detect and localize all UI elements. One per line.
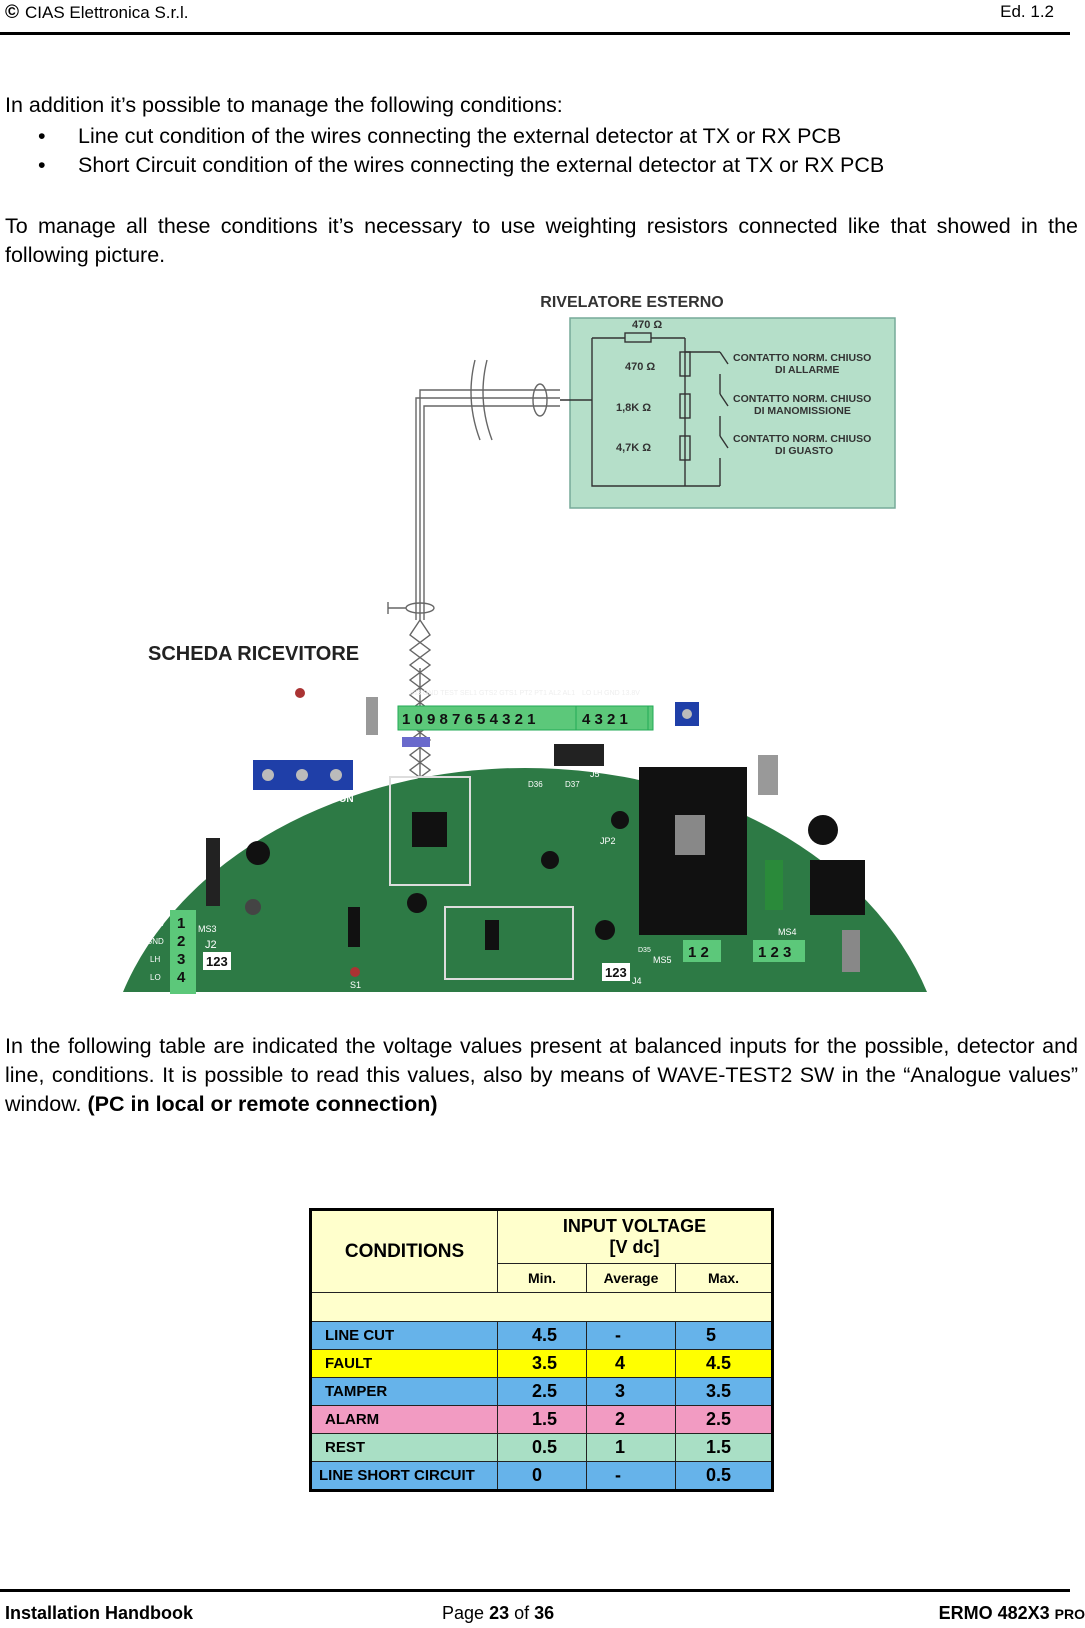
company-name: CIAS Elettronica S.r.l.	[25, 3, 189, 22]
label-jp1: JP1	[382, 748, 398, 758]
terminal-ms5	[683, 940, 721, 962]
svg-text:LO: LO	[150, 973, 161, 982]
weighting-paragraph: To manage all these conditions it’s nece…	[5, 214, 1078, 267]
svg-text:4: 4	[177, 969, 186, 986]
bullet-icon: •	[38, 124, 46, 148]
label-j6: J6	[237, 808, 247, 818]
terminal-ms3	[170, 910, 196, 994]
label-s1: S1	[350, 980, 361, 990]
page-header: © CIAS Elettronica S.r.l. Ed. 1.2	[0, 0, 1070, 35]
svg-text:13,8V: 13,8V	[144, 919, 166, 928]
header-divider	[0, 32, 1070, 35]
col-conditions: CONDITIONS	[310, 1209, 498, 1293]
conditions-list: •Line cut condition of the wires connect…	[5, 122, 884, 180]
label-j5: J5	[590, 769, 600, 779]
detector-circuit	[560, 332, 729, 487]
label-ms4: MS4	[778, 927, 797, 937]
label-sw1: SW1	[330, 748, 352, 759]
terminal-block-ms2	[575, 705, 649, 731]
label-amp1: AMP1	[353, 740, 378, 750]
detector-box	[569, 317, 896, 509]
svg-text:3: 3	[177, 951, 185, 968]
label-ms5: MS5	[653, 955, 672, 965]
label-d36: D36	[528, 780, 543, 789]
receiver-board	[123, 767, 927, 992]
resistor-label: 470 Ω	[625, 361, 655, 373]
svg-text:2: 2	[177, 933, 185, 950]
pin-names: IN3 GND TEST SEL1 GTS2 GTS1 PT2 PT1 AL2 …	[410, 690, 575, 697]
list-item: •Short Circuit condition of the wires co…	[5, 151, 884, 180]
bullet-icon: •	[38, 153, 46, 177]
resistor-label: 1,8K Ω	[616, 402, 651, 414]
table-intro-paragraph: In the following table are indicated the…	[5, 1034, 1078, 1116]
board-components	[206, 697, 865, 980]
contact-label: CONTATTO NORM. CHIUSO	[733, 393, 871, 405]
contact-label: DI MANOMISSIONE	[754, 405, 851, 417]
col-average: Average	[586, 1263, 676, 1293]
contact-label: CONTATTO NORM. CHIUSO	[733, 433, 871, 445]
j2-number: 123	[206, 954, 228, 969]
terminal-numbers: 1 0 9 8 7 6 5 4 3 2 1	[402, 711, 535, 728]
table-row: REST 0.5 1 1.5	[310, 1433, 773, 1462]
label-j3: J3	[175, 861, 187, 873]
svg-text:1: 1	[177, 915, 185, 932]
col-max: Max.	[675, 1263, 773, 1293]
board-title: SCHEDA RICEVITORE	[148, 643, 359, 665]
label-tratta: TRATTA	[256, 794, 295, 805]
svg-text:1 2: 1 2	[688, 944, 709, 961]
label-s2: S2	[288, 727, 299, 737]
svg-text:LH: LH	[150, 955, 160, 964]
table-row: ALARM 1.5 2 2.5	[310, 1405, 773, 1434]
svg-text:1 2 3: 1 2 3	[758, 944, 791, 961]
terminal-numbers: 4 3 2 1	[582, 711, 628, 728]
label-jp2: JP2	[600, 836, 616, 846]
pin-names: LO LH GND 13.8V	[582, 690, 640, 697]
svg-text:GND: GND	[146, 937, 164, 946]
label-d35: D35	[638, 947, 651, 954]
voltage-table: CONDITIONS INPUT VOLTAGE[V dc] Min. Aver…	[309, 1208, 774, 1492]
col-input-voltage: INPUT VOLTAGE[V dc]	[497, 1209, 773, 1264]
intro-text: In addition it’s possible to manage the …	[5, 93, 563, 117]
table-row: LINE SHORT CIRCUIT 0 - 0.5	[310, 1461, 773, 1491]
label-sw2: SW2	[305, 795, 323, 804]
edition-label: Ed. 1.2	[1000, 2, 1054, 21]
contact-label: CONTATTO NORM. CHIUSO	[733, 352, 871, 364]
label-ms2: MS2	[605, 729, 624, 739]
header-company: © CIAS Elettronica S.r.l.	[5, 2, 188, 24]
table-row: LINE CUT 4.5 - 5	[310, 1321, 773, 1350]
label-sw3: SW3	[257, 748, 279, 759]
j4-number: 123	[605, 965, 627, 980]
label-j2: J2	[205, 939, 217, 951]
footer-divider	[0, 1589, 1070, 1592]
table-row: TAMPER 2.5 3 3.5	[310, 1377, 773, 1406]
terminal-ms4	[753, 940, 805, 962]
resistor-label: 4,7K Ω	[616, 442, 651, 454]
detector-title: RIVELATORE ESTERNO	[540, 294, 723, 311]
label-d37: D37	[565, 780, 580, 789]
label-j4: J4	[632, 976, 642, 986]
copyright-icon: ©	[5, 2, 19, 23]
resistor-label: 470 Ω	[632, 319, 662, 331]
table-row: FAULT 3.5 4 4.5	[310, 1349, 773, 1378]
wiring-figure: RIVELATORE ESTERNO 470 Ω 470 Ω 1,8K Ω 4,…	[120, 290, 965, 1018]
contact-label: DI ALLARME	[775, 364, 839, 376]
page-number: Page 23 of 36	[442, 1603, 555, 1623]
label-fun: FUN	[333, 794, 354, 805]
label-ms3: MS3	[198, 924, 217, 934]
footer-product: ERMO 482X3 PRO	[938, 1603, 1085, 1623]
list-item: •Line cut condition of the wires connect…	[5, 122, 884, 151]
page-footer: Installation Handbook Page 23 of 36 ERMO…	[0, 1589, 1085, 1628]
connection-note: (PC in local or remote connection)	[87, 1092, 438, 1116]
contact-label: DI GUASTO	[775, 445, 833, 457]
col-min: Min.	[497, 1263, 587, 1293]
label-ms1: MS1	[543, 729, 562, 739]
table-spacer-row	[310, 1292, 773, 1322]
footer-handbook: Installation Handbook	[5, 1603, 194, 1623]
